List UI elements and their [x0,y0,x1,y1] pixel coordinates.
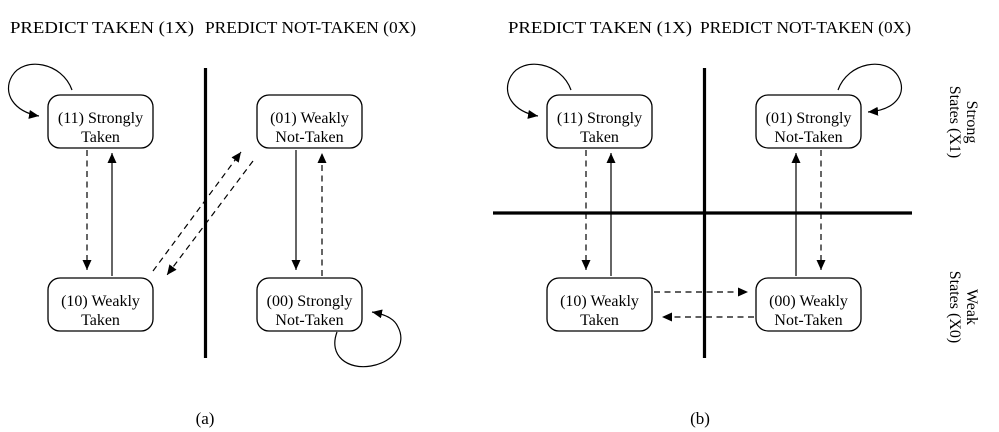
state-label-weakly-taken-a-line1: (10) Weakly [61,293,140,310]
state-label-weakly-taken-b-line2: Taken [580,312,619,329]
state-label-strongly-not-taken-a-line2: Not-Taken [275,312,343,329]
predict-taken-header-b: PREDICT TAKEN (1X) [508,18,692,37]
state-label-weakly-not-taken-a-line2: Not-Taken [275,129,343,146]
self-loop-strongly-not-taken-b [837,63,903,116]
state-box-weakly-not-taken-a [256,94,363,149]
predict-not-taken-header-b: PREDICT NOT-TAKEN (0X) [700,18,911,37]
panel-a: PREDICT TAKEN (1X) PREDICT NOT-TAKEN (0X… [7,18,416,428]
arrow-10-to-01-a [152,151,242,272]
state-label-weakly-not-taken-b-line1: (00) Weakly [769,293,848,310]
predict-taken-header-a: PREDICT TAKEN (1X) [10,18,194,37]
state-box-weakly-not-taken-b [755,277,862,332]
state-label-strongly-taken-b-line1: (11) Strongly [557,110,642,127]
side-label-strong-line1: Strong [963,101,980,144]
side-label-strong-states: Strong States (X1) [946,86,980,158]
state-label-weakly-not-taken-b-line2: Not-Taken [774,312,842,329]
state-box-strongly-taken-b [546,94,653,149]
state-box-strongly-taken-a [47,94,154,149]
state-label-strongly-not-taken-a-line1: (00) Strongly [267,293,353,310]
state-label-strongly-taken-b-line2: Taken [580,129,619,146]
self-loop-strongly-not-taken-a [334,309,402,368]
state-label-weakly-taken-a-line2: Taken [81,312,120,329]
side-label-weak-line2: States (X0) [946,271,963,343]
state-label-strongly-not-taken-b-line1: (01) Strongly [766,110,852,127]
caption-b: (b) [690,409,710,428]
side-label-strong-line2: States (X1) [946,86,963,158]
state-box-weakly-taken-b [546,277,653,332]
state-label-strongly-not-taken-b-line2: Not-Taken [774,129,842,146]
state-label-strongly-taken-a-line1: (11) Strongly [58,110,143,127]
state-box-strongly-not-taken-b [755,94,862,149]
caption-a: (a) [196,409,215,428]
predict-not-taken-header-a: PREDICT NOT-TAKEN (0X) [205,18,416,37]
self-loop-strongly-taken-a [7,63,73,119]
state-label-weakly-taken-b-line1: (10) Weakly [560,293,639,310]
arrow-01-to-10-a [166,160,254,276]
self-loop-strongly-taken-b [506,63,572,119]
state-box-strongly-not-taken-a [256,277,363,332]
side-label-weak-states: Weak States (X0) [946,271,980,343]
panel-b: PREDICT TAKEN (1X) PREDICT NOT-TAKEN (0X… [493,18,912,428]
state-label-weakly-not-taken-a-line1: (01) Weakly [270,110,349,127]
state-box-weakly-taken-a [47,277,154,332]
side-label-weak-line1: Weak [963,289,980,325]
state-label-strongly-taken-a-line2: Taken [81,129,120,146]
